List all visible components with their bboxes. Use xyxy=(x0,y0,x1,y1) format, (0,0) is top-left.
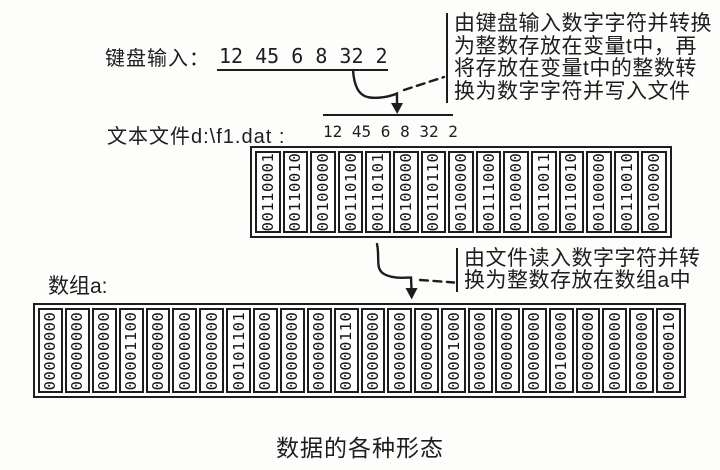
byte-cell: 00110010 xyxy=(282,151,309,233)
byte-binary-text: 00110010 xyxy=(286,152,305,232)
byte-cell: 00000000 xyxy=(494,308,520,393)
byte-cell: 00100000 xyxy=(392,151,419,233)
byte-cell: 00001100 xyxy=(118,308,144,393)
byte-cell: 00000000 xyxy=(468,308,493,393)
byte-binary-text: 00110100 xyxy=(341,152,360,232)
keyboard-to-file-arrow-curve xyxy=(351,68,399,106)
byte-cell: 00000000 xyxy=(64,308,90,393)
byte-cell: 00110010 xyxy=(613,151,640,233)
byte-binary-text: 00001000 xyxy=(444,311,463,390)
byte-cell: 00000000 xyxy=(306,308,332,393)
byte-cell: 00110010 xyxy=(558,151,585,233)
byte-cell: 00110101 xyxy=(365,151,391,233)
byte-cell: 00000000 xyxy=(38,308,63,393)
byte-binary-text: 00001100 xyxy=(122,311,141,390)
byte-cell: 00100000 xyxy=(548,308,574,393)
keyboard-input-value: 12 45 6 8 32 2 xyxy=(219,44,388,68)
byte-binary-text: 00110001 xyxy=(258,152,277,232)
byte-binary-text: 00000000 xyxy=(525,311,544,390)
byte-binary-text: 00100000 xyxy=(451,152,470,232)
byte-cell: 00101101 xyxy=(226,308,251,393)
byte-binary-text: 00100000 xyxy=(507,152,526,232)
byte-binary-text: 00000000 xyxy=(95,311,114,390)
byte-binary-text: 00000000 xyxy=(283,311,302,390)
arrowhead-to-array xyxy=(405,288,418,300)
byte-cell: 00000000 xyxy=(575,308,601,393)
byte-cell: 00000000 xyxy=(253,308,278,393)
byte-binary-text: 00101101 xyxy=(229,311,248,390)
byte-cell: 00110110 xyxy=(420,151,447,233)
byte-binary-text: 00000000 xyxy=(578,311,597,390)
byte-binary-text: 00000000 xyxy=(175,311,194,390)
figure-caption: 数据的各种形态 xyxy=(276,435,444,461)
file-bytes-row: 00110001 00110010 00100000 00110100 00110101… xyxy=(250,146,672,238)
text-file-value: 12 45 6 8 32 2 xyxy=(323,122,458,141)
annotation-keyboard-to-file: 由键盘输入数字字符并转换 为整数存放在变量t中，再 将存放在变量t中的整数转 换… xyxy=(446,12,720,103)
byte-cell: 00000000 xyxy=(199,308,225,393)
byte-binary-text: 00000000 xyxy=(390,311,409,390)
byte-binary-text: 00000000 xyxy=(471,311,490,390)
file-to-array-arrow-curve xyxy=(375,242,413,291)
byte-cell: 00000010 xyxy=(656,308,681,393)
arrowhead-to-file xyxy=(391,103,403,114)
byte-binary-text: 00000000 xyxy=(202,311,221,390)
byte-cell: 00000000 xyxy=(91,308,117,393)
byte-binary-text: 00000000 xyxy=(68,311,87,390)
byte-cell: 00001000 xyxy=(441,308,466,393)
byte-binary-text: 00000000 xyxy=(41,311,60,390)
byte-binary-text: 00100000 xyxy=(552,311,571,390)
byte-binary-text: 00000000 xyxy=(363,311,382,390)
dashed-connector-bottom xyxy=(418,278,456,284)
array-a-label: 数组a: xyxy=(48,275,108,298)
byte-cell: 00000000 xyxy=(145,308,171,393)
byte-binary-text: 00000010 xyxy=(659,311,678,390)
byte-cell: 00000000 xyxy=(521,308,547,393)
byte-cell: 00000000 xyxy=(414,308,440,393)
byte-cell: 00100000 xyxy=(503,151,529,233)
byte-binary-text: 00110011 xyxy=(534,152,553,232)
byte-binary-text: 00000000 xyxy=(605,311,624,390)
byte-cell: 00110100 xyxy=(337,151,364,233)
array-bytes-row: 00000000 00000000 00000000 00001100 00000000… xyxy=(33,303,686,398)
byte-cell: 00000000 xyxy=(172,308,198,393)
byte-cell: 00100000 xyxy=(310,151,336,233)
byte-binary-text: 00100000 xyxy=(396,152,415,232)
byte-binary-text: 00000000 xyxy=(310,311,329,390)
byte-binary-text: 00100000 xyxy=(589,152,608,232)
byte-cell: 00110001 xyxy=(255,151,281,233)
keyboard-input-label: 键盘输入： xyxy=(105,48,210,70)
byte-binary-text: 00110010 xyxy=(562,152,581,232)
byte-binary-text: 00111000 xyxy=(479,152,498,232)
byte-cell: 00000000 xyxy=(279,308,305,393)
byte-cell: 00000000 xyxy=(629,308,655,393)
byte-binary-text: 00000000 xyxy=(417,311,436,390)
byte-binary-text: 00000110 xyxy=(337,311,356,390)
byte-cell: 00000000 xyxy=(360,308,386,393)
byte-cell: 00000110 xyxy=(333,308,359,393)
keyboard-value-underline xyxy=(217,69,388,71)
byte-cell: 00000000 xyxy=(387,308,413,393)
byte-binary-text: 00110101 xyxy=(369,152,388,232)
byte-binary-text: 00000000 xyxy=(632,311,651,390)
byte-cell: 00000000 xyxy=(602,308,628,393)
byte-binary-text: 00000000 xyxy=(256,311,275,390)
byte-binary-text: 00110010 xyxy=(617,152,636,232)
byte-cell: 00100000 xyxy=(448,151,474,233)
byte-binary-text: 00000000 xyxy=(498,311,517,390)
dashed-connector-top xyxy=(402,75,446,92)
byte-binary-text: 00110110 xyxy=(424,152,443,232)
byte-binary-text: 00100000 xyxy=(645,152,664,232)
text-file-label: 文本文件d:\f1.dat : xyxy=(107,126,286,148)
file-value-overline xyxy=(323,114,453,116)
byte-cell: 00110011 xyxy=(530,151,557,233)
byte-cell: 00100000 xyxy=(641,151,667,233)
byte-binary-text: 00100000 xyxy=(313,152,332,232)
byte-binary-text: 00000000 xyxy=(148,311,167,390)
byte-cell: 00100000 xyxy=(586,151,612,233)
byte-cell: 00111000 xyxy=(475,151,502,233)
annotation-file-to-array: 由文件读入数字字符并转 换为整数存放在数组a中 xyxy=(456,248,720,292)
